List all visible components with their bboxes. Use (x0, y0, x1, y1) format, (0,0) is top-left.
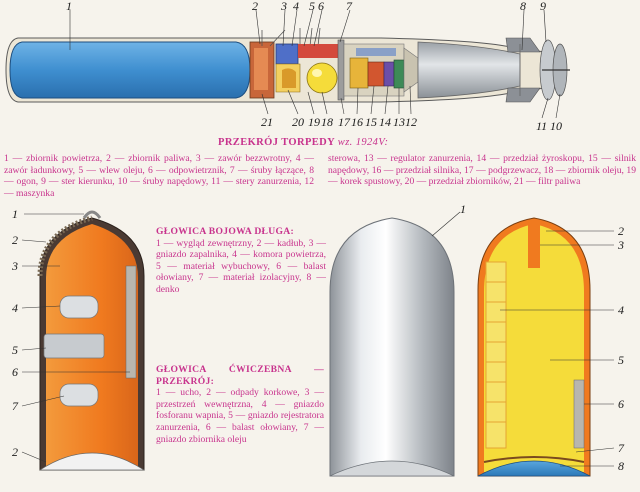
exercise-head-legend-block: GŁOWICA ĆWICZEBNA — PRZEKRÓJ: 1 — ucho, … (156, 364, 324, 445)
right-head-leaders (500, 230, 615, 467)
pipe-lines (261, 27, 321, 47)
right-head-label-5: 5 (618, 353, 624, 367)
left-head-label-7: 7 (12, 399, 18, 413)
torpedo-title-suffix: wz. 1924V: (337, 137, 389, 148)
torpedo-label-15: 15 (365, 115, 377, 129)
oil-tank-highlight (312, 69, 322, 77)
torpedo-label-16: 16 (351, 115, 363, 129)
left-head-label-3: 3 (12, 259, 18, 273)
right-head-label-3: 3 (618, 238, 624, 252)
torpedo-label-17: 17 (338, 115, 350, 129)
torpedo-label-7: 7 (346, 0, 352, 13)
torpedo-label-13: 13 (393, 115, 405, 129)
rudder-bottom (505, 87, 541, 103)
torpedo-label-20: 20 (292, 115, 304, 129)
torpedo-legend-right: sterowa, 13 — regulator zanurzenia, 14 —… (328, 153, 636, 188)
torpedo-cross-section (5, 9, 570, 119)
middle-label-1: 1 (460, 202, 466, 216)
rudder-top (505, 37, 541, 53)
depth-recorder-socket (43, 333, 105, 359)
plug (282, 68, 296, 88)
joint-ring (337, 39, 345, 101)
combat-head-section (477, 217, 615, 477)
torpedo-label-11: 11 (536, 119, 548, 133)
torpedo-label-4: 4 (293, 0, 299, 13)
left-head-label-6: 6 (12, 365, 18, 379)
oil-tank (306, 62, 338, 94)
torpedo-leaders-top (69, 9, 547, 51)
exercise-head-title: GŁOWICA ĆWICZEBNA — PRZEKRÓJ: (156, 364, 324, 387)
steering-machine (356, 48, 396, 56)
torpedo-label-9: 9 (540, 0, 546, 13)
combat-head-title: GŁOWICA BOJOWA DŁUGA: (156, 226, 294, 237)
left-head-label-4: 4 (12, 301, 18, 315)
fuse-socket (528, 222, 540, 268)
torpedo-label-2: 2 (252, 0, 258, 13)
exercise-head-section (21, 210, 146, 471)
left-head-leaders (21, 213, 130, 463)
right-head-label-6: 6 (618, 397, 624, 411)
torpedo-title: PRZEKRÓJ TORPEDY wz. 1924V: (218, 137, 388, 148)
torpedo-label-5: 5 (309, 0, 315, 13)
calcium-phosphide-cylinder (59, 295, 99, 319)
red-valve (298, 44, 338, 58)
lifting-eye (82, 210, 102, 219)
exterior-leader (431, 211, 461, 237)
oil-tank-socket (59, 383, 99, 407)
exterior-shell (329, 217, 455, 477)
torpedo-legend-left: 1 — zbiornik powietrza, 2 — zbiornik pal… (4, 153, 314, 199)
torpedo-label-3: 3 (281, 0, 287, 13)
exterior-bottom (329, 460, 455, 477)
torpedo-title-main: PRZEKRÓJ TORPEDY (218, 137, 335, 148)
right-head-label-8: 8 (618, 459, 624, 473)
left-head-label-1: 1 (12, 207, 18, 221)
torpedo-leaders-bottom (261, 85, 561, 119)
torpedo-label-8: 8 (520, 0, 526, 13)
exercise-head-bottom (38, 452, 146, 471)
combat-head-legend-block: GŁOWICA BOJOWA DŁUGA: 1 — wygląd zewnętr… (156, 226, 326, 296)
torpedo-label-19: 19 (308, 115, 320, 129)
left-head-label-2b: 2 (12, 445, 18, 459)
cork-border (37, 215, 93, 277)
air-chamber-grid (485, 261, 507, 449)
right-head-label-7: 7 (618, 441, 624, 455)
right-head-label-4: 4 (618, 303, 624, 317)
torpedo-label-21: 21 (261, 115, 273, 129)
fuel-tank-inner (254, 48, 268, 90)
torpedo-label-14: 14 (379, 115, 391, 129)
insulation (483, 456, 585, 463)
gyroscope (383, 61, 395, 87)
exterior-view (329, 211, 461, 477)
right-head-label-2: 2 (618, 224, 624, 238)
air-tank (9, 41, 251, 99)
torpedo-label-18: 18 (321, 115, 333, 129)
combat-lead-ballast (573, 379, 585, 449)
left-head-label-2: 2 (12, 233, 18, 247)
torpedo-label-12: 12 (405, 115, 417, 129)
heater (349, 57, 369, 89)
left-head-label-5: 5 (12, 343, 18, 357)
torpedo-label-6: 6 (318, 0, 324, 13)
exercise-head-legend: 1 — ucho, 2 — odpady korkowe, 3 — przest… (156, 387, 324, 445)
explosive (484, 224, 584, 472)
combat-head-legend: 1 — wygląd zewnętrzny, 2 — kadłub, 3 — g… (156, 237, 326, 295)
valve-block (275, 43, 299, 65)
depth-regulator (393, 59, 405, 89)
lead-ballast (125, 265, 137, 379)
torpedo-label-10: 10 (550, 119, 562, 133)
engine (367, 61, 385, 87)
torpedo-label-1: 1 (66, 0, 72, 13)
combat-head-bottom (477, 460, 591, 477)
